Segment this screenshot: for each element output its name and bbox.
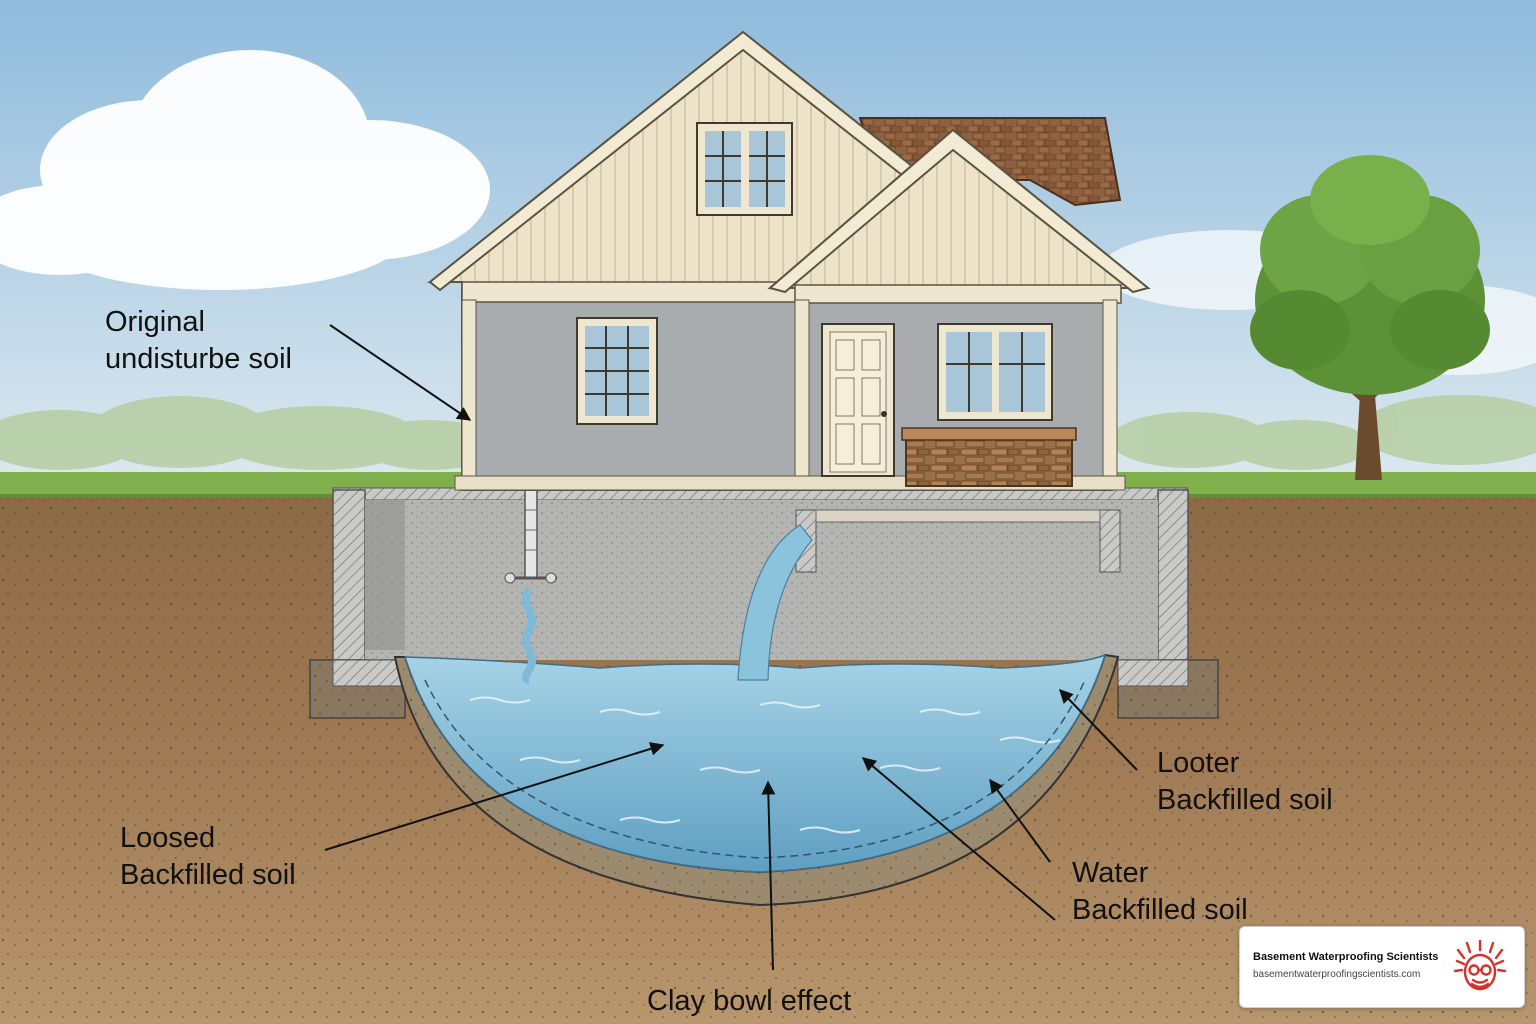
water-jet <box>737 524 813 681</box>
tree-line <box>0 395 1536 470</box>
arrow-looter <box>1059 688 1138 771</box>
arrow-water-1 <box>989 778 1051 863</box>
water-ripples <box>469 696 1061 834</box>
foundation <box>309 487 1219 719</box>
arrow-loosed <box>324 742 665 851</box>
scientist-logo-icon <box>1453 940 1507 991</box>
label-water-backfill: Water Backfilled soil <box>1072 857 1248 926</box>
brand-badge[interactable]: Basement Waterproofing Scientists baseme… <box>1239 926 1525 1008</box>
label-looter-backfill: Looter Backfilled soil <box>1157 747 1333 816</box>
arrow-clay <box>761 780 776 971</box>
brand-name: Basement Waterproofing Scientists <box>1253 951 1439 963</box>
brand-url[interactable]: basementwaterproofingscientists.com <box>1253 969 1421 980</box>
tree-icon <box>1250 155 1490 480</box>
label-loosed-backfill: Loosed Backfilled soil <box>120 822 296 891</box>
label-original-soil: Original undisturbe soil <box>105 306 292 375</box>
arrow-water-2 <box>861 757 1056 921</box>
leader-arrows <box>324 324 1138 971</box>
arrow-original <box>329 324 472 421</box>
house-icon <box>427 30 1151 491</box>
label-clay-bowl: Clay bowl effect <box>647 985 852 1017</box>
